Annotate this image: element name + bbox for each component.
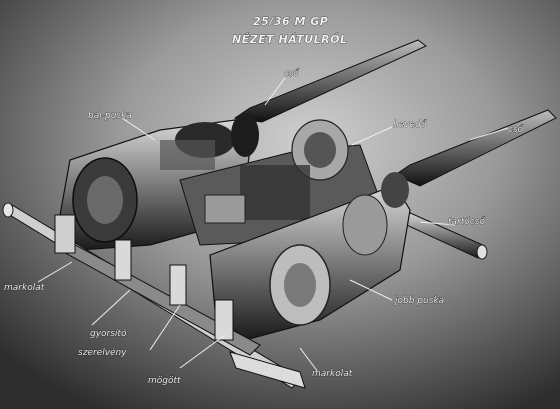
label-jobb-puska: jobb puska <box>393 296 444 306</box>
title-line-2: NÉZET HÁTULRÓL <box>232 33 348 46</box>
label-bal-puska: bal-puska <box>88 111 132 121</box>
label-szerelveny: szerelvény <box>78 347 127 358</box>
title-line-1: 25/36 M GP <box>253 15 328 28</box>
label-cso-top: cső <box>284 69 300 79</box>
top-barrel <box>233 39 427 123</box>
leader-lines <box>37 77 509 373</box>
frame-rails <box>2 202 306 389</box>
label-tartocso: tartócső <box>448 216 485 227</box>
label-gyorsito: gyorsító <box>90 328 127 339</box>
label-hevedo: hevedő <box>393 120 427 130</box>
support-tube <box>399 211 488 260</box>
label-markolat: markolat <box>4 283 45 293</box>
grip-right <box>214 299 234 341</box>
right-barrel <box>393 109 557 187</box>
grip-left <box>54 214 76 254</box>
label-cso-right: cső <box>508 125 524 135</box>
label-mogott: mögött <box>148 376 181 386</box>
grip-center <box>114 239 187 306</box>
right-gun-body <box>209 172 411 341</box>
label-markolat-2: markolat <box>312 369 353 379</box>
